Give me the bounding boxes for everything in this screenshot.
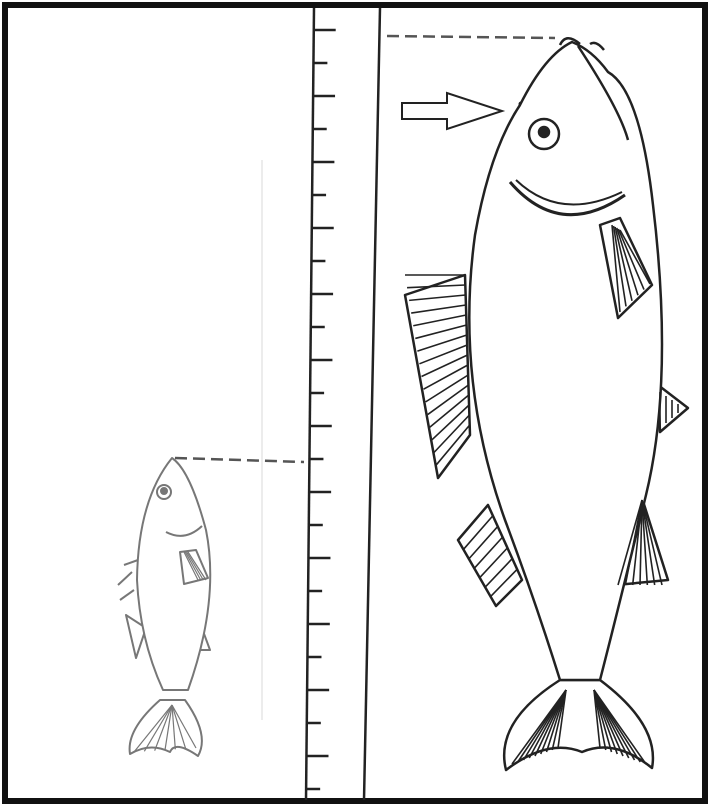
large-fish: [405, 38, 688, 770]
large-fish-length-marker: [387, 36, 555, 38]
small-fish-dorsal-fin: [118, 560, 138, 600]
ruler-edge: [364, 8, 380, 800]
measuring-ruler: [306, 8, 380, 800]
small-fish: [118, 458, 210, 756]
large-fish-pupil: [539, 127, 549, 137]
large-fish-adipose-fin: [658, 385, 688, 432]
arrow-right-icon: [402, 93, 502, 129]
ruler-edge: [306, 8, 314, 800]
small-fish-length-marker: [175, 458, 304, 462]
small-fish-pupil: [161, 488, 167, 494]
